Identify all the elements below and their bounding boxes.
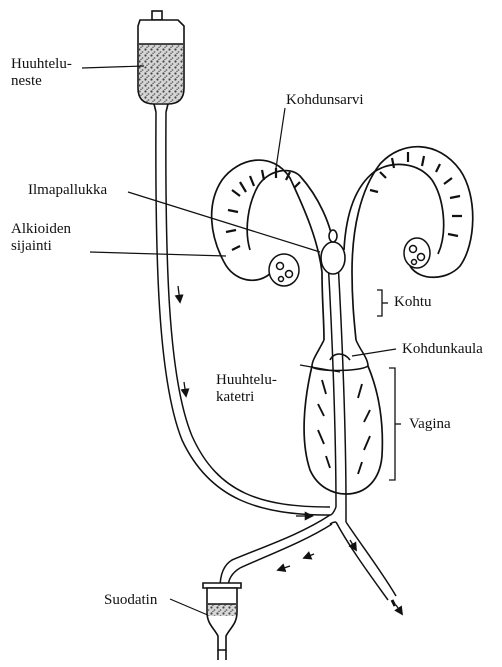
label-filter: Suodatin [104,592,157,609]
filter [203,583,241,660]
fluid-bag [138,11,184,112]
label-cervix: Kohdunkaula [402,341,483,358]
collection-tube [220,515,332,588]
uterus [212,147,473,340]
embryo-left [269,254,299,286]
label-flush-catheter: Huuhtelu- katetri [216,372,277,406]
vagina-bracket [389,368,401,480]
label-balloon: Ilmapallukka [28,182,107,199]
balloon [321,230,345,274]
label-flush-fluid: Huuhtelu- neste [11,56,72,90]
label-uterine-horn: Kohdunsarvi [286,92,364,109]
label-embryo-location: Alkioiden sijainti [11,221,71,255]
embryo-right [404,238,430,268]
label-uterus-body: Kohtu [394,294,432,311]
catheter [328,260,396,606]
supply-tube [156,112,330,515]
uterus-bracket [377,290,388,316]
flow-arrows [178,286,402,614]
leader-lines [82,66,396,616]
label-vagina: Vagina [409,416,451,433]
